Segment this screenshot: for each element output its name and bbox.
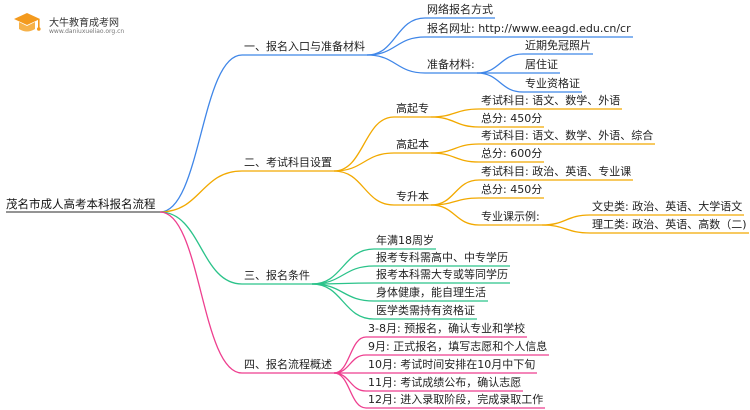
b3-zhuanke: 报考专科需高中、中专学历 xyxy=(376,251,508,264)
b2-gaoqiben: 高起本 xyxy=(396,138,429,151)
b4-sep-connector xyxy=(333,354,367,374)
root-node: 茂名市成人高考本科报名流程 xyxy=(6,197,156,211)
logo-title: 大牛教育成考网 xyxy=(49,18,119,29)
b4-nov: 11月: 考试成绩公布，确认志愿 xyxy=(368,376,522,389)
b2-gqb-subjects: 考试科目: 语文、数学、外语、综合 xyxy=(481,129,654,142)
b4-mar-aug: 3-8月: 预报名，确认专业和学校 xyxy=(368,322,526,335)
branch-2-node-connector xyxy=(159,170,243,213)
b3-age: 年满18周岁 xyxy=(376,234,434,247)
b3-medical-connector xyxy=(311,283,375,320)
b2-gqz-total: 总分: 450分 xyxy=(481,112,543,125)
b4-dec-connector xyxy=(333,372,367,409)
b1-material-photo: 近期免冠照片 xyxy=(525,39,591,52)
b1-item-url: 报名网址: http://www.eeagd.edu.cn/cr xyxy=(427,22,631,35)
branch-3-node-connector xyxy=(159,211,243,285)
b4-nov-connector xyxy=(333,372,367,392)
b2-gqz-subjects: 考试科目: 语文、数学、外语 xyxy=(481,94,621,107)
graduation-cap-icon xyxy=(14,13,41,32)
b2-gqb-total-connector xyxy=(430,152,480,163)
b3-health: 身体健康，能自理生活 xyxy=(376,286,486,299)
b2-example-arts-connector xyxy=(541,214,591,226)
logo-url: www.daniuxueliao.org.cn xyxy=(49,28,125,35)
b4-oct: 10月: 考试时间安排在10月中下旬 xyxy=(368,358,536,371)
b1-item-materials: 准备材料: xyxy=(427,58,475,71)
b2-gaoqizhuan: 高起专 xyxy=(396,102,429,115)
b2-zsb-total: 总分: 450分 xyxy=(481,183,543,196)
branch-1-node-connector xyxy=(159,54,243,213)
b1-item-url-connector xyxy=(366,36,426,56)
b3-benke: 报考本科需大专或等同学历 xyxy=(376,268,508,281)
b3-medical: 医学类需持有资格证 xyxy=(376,304,475,317)
branch-4-node: 四、报名流程概述 xyxy=(244,358,332,371)
b2-zhuanshengben-connector xyxy=(333,170,395,206)
b3-health-connector xyxy=(311,283,375,302)
b2-example-science-connector xyxy=(541,224,591,234)
b2-zsb-subjects: 考试科目: 政治、英语、专业课 xyxy=(481,165,632,178)
b2-gqz-total-connector xyxy=(430,116,480,128)
b1-item-online-connector xyxy=(366,17,426,56)
b3-zhuanke-connector xyxy=(311,265,375,285)
b1-item-online: 网络报名方式 xyxy=(427,3,493,16)
b2-gqz-subjects-connector xyxy=(430,108,480,118)
b4-sep: 9月: 正式报名，填写志愿和个人信息 xyxy=(368,340,548,353)
b1-material-cert: 专业资格证 xyxy=(525,77,580,90)
branch-2-node: 二、考试科目设置 xyxy=(244,156,332,169)
b2-example-arts: 文史类: 政治、英语、大学语文 xyxy=(592,200,743,213)
site-logo: 大牛教育成考网 www.daniuxueliao.org.cn xyxy=(12,6,132,42)
b2-example-science: 理工类: 政治、英语、高数（二) xyxy=(592,218,747,231)
b2-gaoqiben-connector xyxy=(333,152,395,172)
b2-zsb-examples: 专业课示例: xyxy=(481,210,540,223)
branch-1-node: 一、报名入口与准备材料 xyxy=(244,40,365,53)
b1-material-residence: 居住证 xyxy=(525,58,558,71)
b2-zsb-examples-connector xyxy=(430,204,480,226)
b1-material-cert-connector xyxy=(476,72,524,93)
branch-4-node-connector xyxy=(159,211,243,374)
branch-3-node: 三、报名条件 xyxy=(244,269,310,282)
b4-dec: 12月: 进入录取阶段，完成录取工作 xyxy=(368,393,544,406)
b2-gqb-total: 总分: 600分 xyxy=(481,147,543,160)
b2-zhuanshengben: 专升本 xyxy=(396,190,429,203)
b2-gqb-subjects-connector xyxy=(430,143,480,154)
b2-gaoqizhuan-connector xyxy=(333,116,395,172)
b1-material-photo-connector xyxy=(476,53,524,74)
b1-item-materials-connector xyxy=(366,54,426,74)
